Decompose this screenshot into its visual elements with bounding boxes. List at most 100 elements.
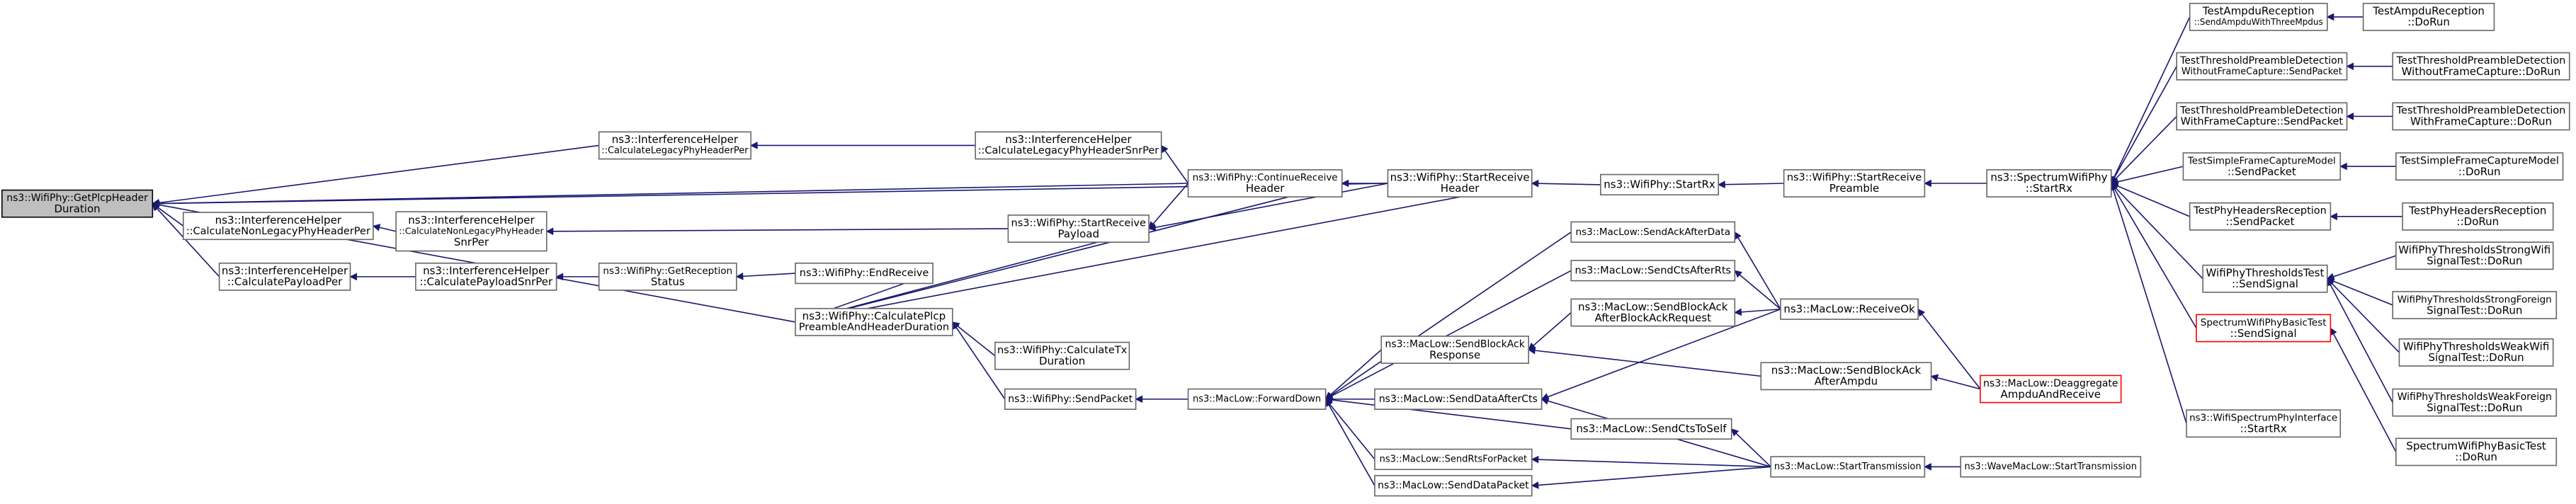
- call-edge-send_cts_after_rts-to-forward_down: [1324, 270, 1572, 400]
- node-send_blockack_after_req[interactable]: ns3::MacLow::SendBlockAckAfterBlockAckRe…: [1570, 298, 1736, 327]
- node-t_thr_w_send[interactable]: TestThresholdPreambleDetectionWithFrameC…: [2176, 102, 2348, 131]
- node-t_headers_send[interactable]: TestPhyHeadersReception::SendPacket: [2189, 202, 2332, 231]
- node-label-line: Duration: [1039, 355, 1085, 367]
- edge-line: [1330, 231, 1572, 396]
- call-edge-receive_ok-to-send_cts_after_rts: [1734, 270, 1781, 310]
- node-box: [1980, 374, 2122, 403]
- node-box: [1570, 260, 1736, 282]
- node-label-line: PreambleAndHeaderDuration: [799, 322, 949, 333]
- call-edge-start_receive_header-to-root: [152, 183, 1388, 207]
- node-send_data_after_cts[interactable]: ns3::MacLow::SendDataAfterCts: [1374, 388, 1543, 411]
- edge-line: [1332, 399, 1572, 430]
- node-label-line: ::DoRun: [2457, 215, 2500, 228]
- node-send_cts_to_self[interactable]: ns3::MacLow::SendCtsToSelf: [1570, 418, 1732, 440]
- node-label-line: ::DoRun: [2407, 16, 2450, 28]
- arrowhead-icon: [1924, 179, 1931, 188]
- edge-line: [156, 207, 220, 277]
- node-label-line: TestThresholdPreambleDetection: [2179, 55, 2343, 67]
- node-t_weak_wifi[interactable]: WifiPhyThresholdsWeakWifiSignalTest::DoR…: [2398, 338, 2554, 367]
- node-start_transmission[interactable]: ns3::MacLow::StartTransmission: [1770, 456, 1926, 478]
- node-send_ack_after_data[interactable]: ns3::MacLow::SendAckAfterData: [1570, 221, 1736, 243]
- node-ih_payload_per[interactable]: ns3::InterferenceHelper::CalculatePayloa…: [218, 262, 351, 291]
- edge-line: [955, 326, 1006, 400]
- arrowhead-icon: [1917, 308, 1926, 317]
- node-t_ampdu_run[interactable]: TestAmpduReception::DoRun: [2362, 2, 2495, 31]
- node-receive_ok[interactable]: ns3::MacLow::ReceiveOk: [1780, 298, 1919, 320]
- node-send_packet[interactable]: ns3::WifiPhy::SendPacket: [1004, 388, 1137, 411]
- edge-line: [1538, 466, 1771, 486]
- node-t_thr_wo_send[interactable]: TestThresholdPreambleDetectionWithoutFra…: [2176, 52, 2348, 81]
- edge-line: [795, 184, 1337, 323]
- node-label-line: ns3::InterferenceHelper: [215, 214, 342, 227]
- arrowhead-icon: [1718, 181, 1725, 189]
- node-label-line: ns3::MacLow::SendBlockAck: [1578, 300, 1728, 313]
- node-label-line: ::SendSignal: [2230, 327, 2297, 340]
- node-forward_down[interactable]: ns3::MacLow::ForwardDown: [1187, 388, 1327, 411]
- call-edge-send_data_after_cts-to-forward_down: [1324, 395, 1375, 403]
- node-ih_nonlegacy_snr[interactable]: ns3::InterferenceHelper::CalculateNonLeg…: [395, 211, 547, 252]
- node-t_simple_run[interactable]: TestSimpleFrameCaptureModel::DoRun: [2395, 152, 2564, 181]
- node-t_thr_w_run[interactable]: TestThresholdPreambleDetectionWithFrameC…: [2392, 102, 2570, 131]
- edge-line: [1535, 350, 1761, 377]
- node-label-line: ns3::WifiPhy::StartReceive: [1390, 171, 1530, 184]
- node-t_basic_signal[interactable]: SpectrumWifiPhyBasicTest::SendSignal: [2196, 314, 2332, 343]
- node-start_rx_phy[interactable]: ns3::WifiPhy::StartRx: [1600, 173, 1720, 196]
- node-t_simple_send[interactable]: TestSimpleFrameCaptureModel::SendPacket: [2182, 152, 2342, 181]
- node-t_strong_wifi[interactable]: WifiPhyThresholdsStrongWifiSignalTest::D…: [2395, 241, 2554, 270]
- node-t_thresholds_signal[interactable]: WifiPhyThresholdsTest::SendSignal: [2202, 264, 2328, 293]
- node-t_thr_wo_run[interactable]: TestThresholdPreambleDetectionWithoutFra…: [2392, 52, 2570, 81]
- call-edge-t_thr_w_run-to-t_thr_w_send: [2346, 113, 2393, 120]
- node-label-line: ::CalculatePayloadSnrPer: [419, 275, 553, 288]
- arrowhead-icon: [1924, 463, 1931, 471]
- edge-line: [2116, 185, 2190, 217]
- node-spectrum_start_rx[interactable]: ns3::SpectrumWifiPhy::StartRx: [1986, 169, 2112, 197]
- node-box: [2189, 2, 2328, 31]
- node-box: [2395, 152, 2564, 181]
- arrowhead-icon: [1541, 397, 1550, 405]
- node-calc_plcp_preamble[interactable]: ns3::WifiPhy::CalculatePlcpPreambleAndHe…: [795, 308, 953, 336]
- call-edge-t_strong_wifi-to-t_thresholds_signal: [2326, 255, 2397, 280]
- edge-line: [2113, 188, 2197, 328]
- node-box: [1380, 336, 1529, 365]
- node-ih_legacy_per[interactable]: ns3::InterferenceHelper::CalculateLegacy…: [598, 131, 751, 160]
- edge-line: [1741, 308, 1781, 313]
- node-label-line: ::CalculateLegacyPhyHeaderSnrPer: [978, 145, 1159, 156]
- node-send_data_packet[interactable]: ns3::MacLow::SendDataPacket: [1374, 475, 1533, 497]
- node-t_basic_run[interactable]: SpectrumWifiPhyBasicTest::DoRun: [2395, 437, 2558, 466]
- node-ih_legacy_snr[interactable]: ns3::InterferenceHelper::CalculateLegacy…: [975, 131, 1162, 160]
- node-ih_nonlegacy_per[interactable]: ns3::InterferenceHelper::CalculateNonLeg…: [182, 212, 374, 241]
- node-t_weak_foreign[interactable]: WifiPhyThresholdsWeakForeignSignalTest::…: [2392, 388, 2558, 417]
- node-send_cts_after_rts[interactable]: ns3::MacLow::SendCtsAfterRts: [1570, 260, 1736, 282]
- node-label-line: AfterAmpdu: [1815, 375, 1878, 388]
- call-edge-t_headers_run-to-t_headers_send: [2330, 212, 2403, 221]
- node-t_strong_foreign[interactable]: WifiPhyThresholdsStrongForeignSignalTest…: [2392, 291, 2558, 319]
- node-send_rts_for_packet[interactable]: ns3::MacLow::SendRtsForPacket: [1374, 448, 1533, 471]
- node-label-line: ns3::WifiPhy::StartReceive: [1011, 217, 1146, 229]
- node-t_iface_start_rx[interactable]: ns3::WifiSpectrumPhyInterface::StartRx: [2186, 409, 2342, 438]
- node-t_ampdu_send[interactable]: TestAmpduReception::SendAmpduWithThreeMp…: [2189, 2, 2328, 31]
- node-t_headers_run[interactable]: TestPhyHeadersReception::DoRun: [2402, 202, 2554, 231]
- node-label-line: SpectrumWifiPhyBasicTest: [2406, 440, 2546, 452]
- node-label-line: ::CalculateLegacyPhyHeaderPer: [601, 146, 749, 156]
- node-wave_start_tx[interactable]: ns3::WaveMacLow::StartTransmission: [1960, 456, 2142, 478]
- node-box: [1960, 456, 2142, 478]
- call-edge-start_rx_phy-to-start_receive_header: [1531, 179, 1601, 188]
- node-label-line: ns3::InterferenceHelper: [612, 133, 739, 146]
- node-end_receive[interactable]: ns3::WifiPhy::EndReceive: [795, 262, 934, 285]
- node-box: [1187, 169, 1343, 197]
- node-box: [795, 308, 953, 336]
- call-edge-start_receive_header-to-start_receive_payload: [1147, 183, 1388, 231]
- call-edge-send_ack_after_data-to-forward_down: [1324, 231, 1572, 400]
- node-ih_payload_snr[interactable]: ns3::InterferenceHelper::CalculatePayloa…: [415, 262, 557, 291]
- edge-line: [379, 227, 397, 232]
